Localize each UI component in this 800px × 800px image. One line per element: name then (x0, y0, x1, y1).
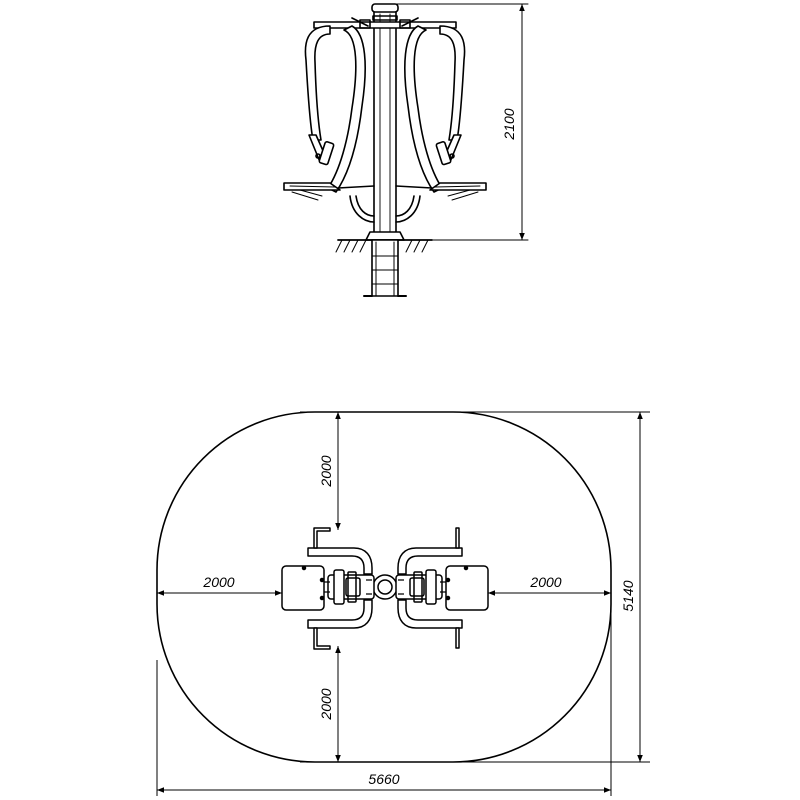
left-pivot-mechanism (324, 569, 375, 605)
central-post-plan (372, 574, 398, 600)
equipment-plan (281, 527, 489, 650)
overall-depth-label: 5140 (620, 580, 636, 611)
bottom-clearance-label: 2000 (318, 688, 334, 720)
left-footplate (281, 565, 325, 611)
central-post (371, 3, 399, 239)
ground-anchor (363, 239, 407, 297)
plan-view (156, 411, 650, 796)
height-dimension (395, 3, 529, 241)
overall-width-label: 5660 (368, 771, 399, 787)
right-pivot-mechanism (395, 569, 446, 605)
plan-dimension-lines (157, 412, 643, 793)
right-clearance-label: 2000 (529, 574, 561, 590)
top-clearance-label: 2000 (318, 455, 334, 487)
height-dimension-label: 2100 (501, 108, 517, 140)
right-swing-arm (404, 25, 466, 193)
right-footplate (445, 565, 489, 611)
left-swing-arm (304, 25, 366, 193)
extension-lines (156, 411, 650, 796)
lower-bracket (349, 195, 421, 223)
foot-platforms (283, 182, 487, 201)
side-elevation-view (283, 3, 529, 297)
left-clearance-label: 2000 (202, 574, 234, 590)
